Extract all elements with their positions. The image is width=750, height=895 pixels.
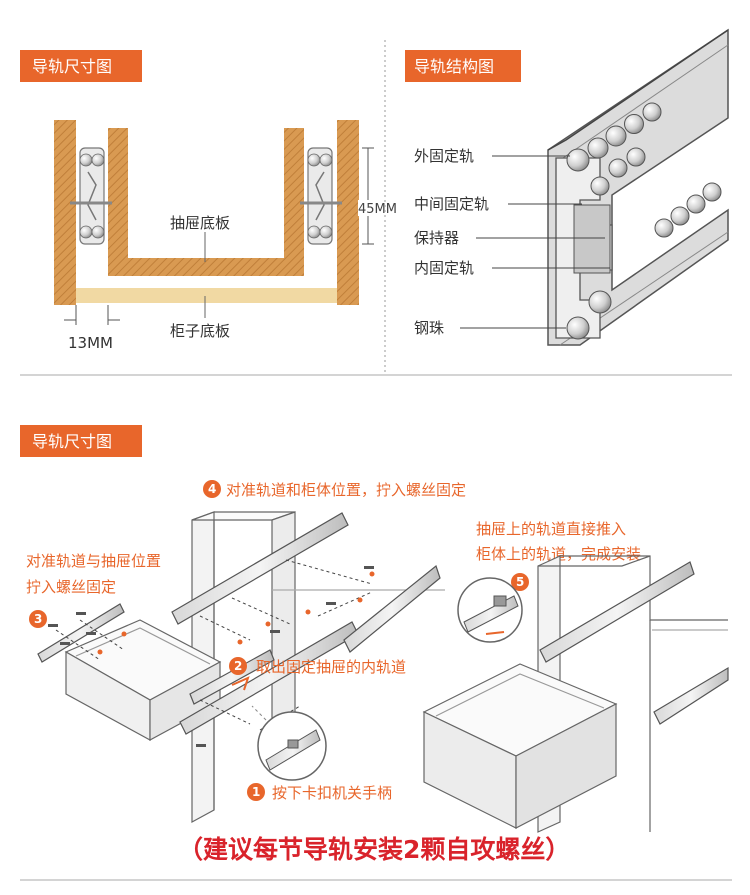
cabinet-bottom-board (76, 288, 337, 303)
step-4-text: 对准轨道和柜体位置，拧入螺丝固定 (226, 481, 466, 499)
step-1: 1 按下卡扣机关手柄 (247, 783, 392, 802)
bottom-ball-row (566, 182, 722, 340)
step-4: 4 对准轨道和柜体位置，拧入螺丝固定 (203, 480, 466, 499)
tag-size-bottom-label: 导轨尺寸图 (32, 432, 112, 451)
drawer-box-right (422, 663, 618, 829)
right-rail-section (300, 147, 342, 245)
drawer-box-left (64, 619, 222, 742)
footer-note: （建议每节导轨安装2颗自攻螺丝） (178, 835, 570, 864)
rail-structure-cutaway: 外固定轨 中间固定轨 保持器 内固定轨 钢珠 (414, 28, 729, 346)
gap-dimension-label: 13MM (68, 334, 113, 352)
rails-left-scene (37, 512, 441, 735)
tag-size-top: 导轨尺寸图 (20, 50, 142, 82)
step-2-text: 取出固定抽屉的内轨道 (256, 658, 406, 676)
step-3-text-line1: 对准轨道与抽屉位置 (26, 552, 161, 570)
size-diagram: 抽屉底板 柜子底板 13MM 45MM (54, 120, 400, 352)
drawer-bottom-label: 抽屉底板 (170, 214, 230, 232)
label-retainer: 保持器 (414, 229, 459, 247)
step-5-number: 5 (516, 575, 524, 589)
step-1-text: 按下卡扣机关手柄 (272, 784, 392, 802)
height-dimension-label: 45MM (358, 202, 397, 217)
label-middle-rail: 中间固定轨 (414, 195, 489, 213)
step-5-text-line1: 抽屉上的轨道直接推入 (476, 520, 626, 538)
left-rail-section (70, 147, 112, 245)
tag-size-top-label: 导轨尺寸图 (32, 57, 112, 76)
step-4-number: 4 (208, 482, 216, 496)
step-1-number: 1 (252, 785, 260, 799)
step-2-number: 2 (234, 659, 242, 673)
label-outer-rail: 外固定轨 (414, 147, 474, 165)
cabinet-right-wall (337, 120, 359, 305)
top-ball-row (566, 102, 662, 196)
cabinet-left-wall (54, 120, 76, 305)
step-5-text-line2: 柜体上的轨道，完成安装 (476, 545, 641, 563)
screws-left-scene (48, 559, 375, 747)
tag-structure-label: 导轨结构图 (414, 57, 494, 76)
magnifier-step-1 (251, 705, 327, 781)
drawer-left-side (108, 128, 128, 276)
step-3-number: 3 (34, 612, 42, 626)
tag-structure: 导轨结构图 (405, 50, 521, 82)
drawer-right-side (284, 128, 304, 276)
step-2: 2 取出固定抽屉的内轨道 (229, 657, 406, 691)
magnifier-step-5 (457, 577, 523, 643)
step-3-text-line2: 拧入螺丝固定 (26, 578, 116, 596)
cabinet-bottom-label: 柜子底板 (170, 322, 230, 340)
drawer-bottom-board (108, 258, 304, 276)
label-steel-ball: 钢珠 (414, 319, 444, 337)
tag-size-bottom: 导轨尺寸图 (20, 425, 142, 457)
label-inner-rail: 内固定轨 (414, 259, 474, 277)
step-3: 对准轨道与抽屉位置 拧入螺丝固定 3 (26, 552, 161, 628)
step-5: 抽屉上的轨道直接推入 柜体上的轨道，完成安装 5 (476, 520, 641, 591)
